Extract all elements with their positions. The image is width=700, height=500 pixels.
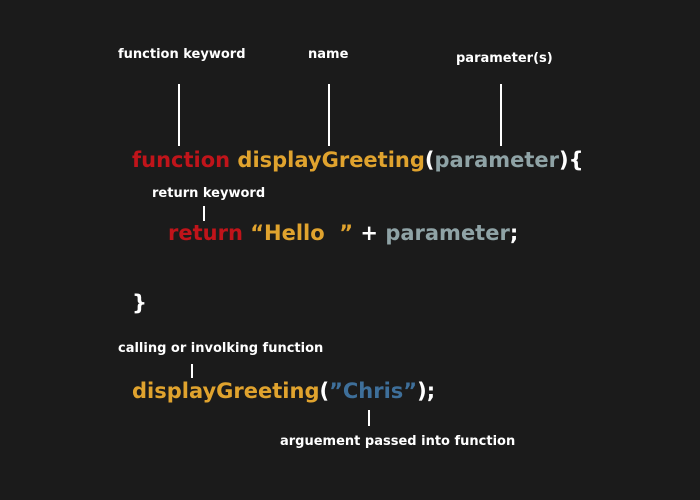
argument-pointer [368,410,370,426]
semicolon: ; [509,221,519,245]
close-brace: } [132,291,147,315]
parameter-name: parameter [434,148,560,172]
function-keyword: function [132,148,231,172]
parameters-label: parameter(s) [456,51,553,66]
return-keyword: return [168,221,243,245]
calling-function-label: calling or involking function [118,341,324,356]
called-function-name: displayGreeting [132,379,320,403]
code-line-close-brace: } [132,293,147,314]
function-name: displayGreeting [237,148,425,172]
parameters-pointer [500,84,502,146]
close-paren-brace: ){ [559,148,584,172]
call-close-paren: ); [417,379,436,403]
calling-function-pointer [191,364,193,378]
string-literal: “Hello ” [250,221,354,245]
code-line-function-declaration: function displayGreeting(parameter){ [132,150,584,171]
function-keyword-pointer [178,84,180,146]
return-keyword-pointer [203,206,205,221]
return-keyword-label: return keyword [152,186,266,201]
call-open-paren: ( [319,379,330,403]
open-paren: ( [424,148,435,172]
code-line-return: return “Hello ” + parameter; [168,223,518,244]
code-line-function-call: displayGreeting(”Chris”); [132,381,435,402]
name-pointer [328,84,330,146]
argument-string: ”Chris” [329,379,418,403]
function-keyword-label: function keyword [118,47,246,62]
name-label: name [308,47,349,62]
parameter-reference: parameter [385,221,510,245]
plus-operator: + [360,221,379,245]
argument-label: arguement passed into function [280,434,516,449]
